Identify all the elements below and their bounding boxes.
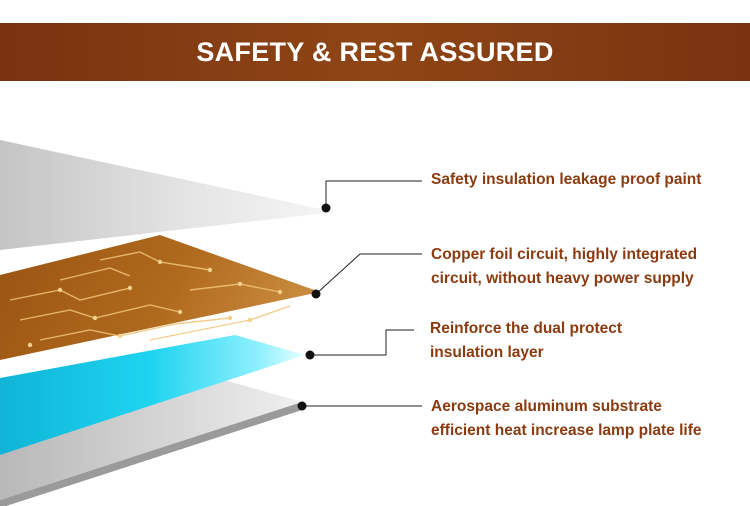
leader-lines <box>302 180 422 407</box>
insulation-layer-shape <box>0 335 305 455</box>
aluminum-layer-label: Aerospace aluminum substrate efficient h… <box>431 398 702 439</box>
title-banner: SAFETY & REST ASSURED <box>0 23 750 81</box>
copper-layer-label: Copper foil circuit, highly integrated c… <box>431 246 698 287</box>
paint-layer-shape <box>0 140 335 250</box>
paint-leader-dot <box>321 203 331 213</box>
paint-layer-label: Safety insulation leakage proof paint <box>431 171 702 188</box>
aluminum-leader-dot <box>297 401 307 411</box>
copper-layer-shape <box>0 235 320 360</box>
banner-title: SAFETY & REST ASSURED <box>196 37 554 67</box>
aluminum-layer-edge <box>0 402 302 506</box>
insulation-layer-label: Reinforce the dual protect insulation la… <box>430 320 623 361</box>
copper-leader-dot <box>311 289 321 299</box>
leader-dots <box>297 203 331 411</box>
insulation-leader-dot <box>305 350 315 360</box>
circuit-pads <box>27 259 283 348</box>
